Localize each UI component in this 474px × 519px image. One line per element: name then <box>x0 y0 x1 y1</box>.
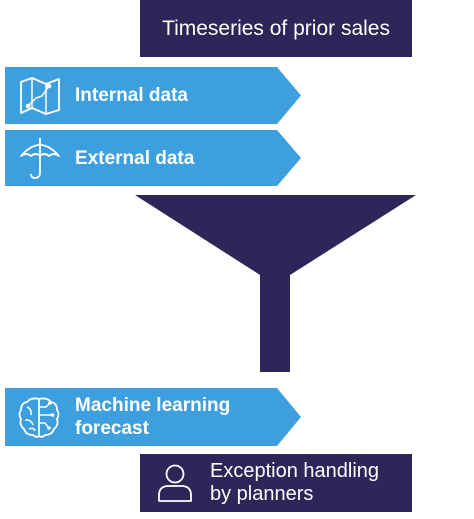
ml-forecast-arrow <box>275 388 301 446</box>
ml-forecast-label: Machine learning forecast <box>75 394 230 440</box>
exception-handling-box: Exception handling by planners <box>140 454 412 512</box>
ml-forecast-bar: Machine learning forecast <box>5 388 275 446</box>
internal-data-bar: Internal data <box>5 67 275 124</box>
person-icon <box>140 454 210 512</box>
exception-handling-label: Exception handling by planners <box>210 460 379 506</box>
brain-circuit-icon <box>5 388 75 446</box>
internal-data-label: Internal data <box>75 85 188 106</box>
exception-handling-line2: by planners <box>210 483 314 505</box>
ml-forecast-line2: forecast <box>75 418 149 439</box>
prior-sales-title: Timeseries of prior sales <box>162 16 390 40</box>
exception-handling-line1: Exception handling <box>210 460 380 482</box>
external-data-bar: External data <box>5 130 275 186</box>
ml-forecast-line1: Machine learning <box>75 395 231 416</box>
internal-data-arrow <box>275 67 301 124</box>
prior-sales-box: Timeseries of prior sales <box>140 0 412 57</box>
umbrella-icon <box>5 130 75 186</box>
external-data-arrow <box>275 130 301 186</box>
external-data-label: External data <box>75 147 195 169</box>
map-route-icon <box>5 67 75 124</box>
